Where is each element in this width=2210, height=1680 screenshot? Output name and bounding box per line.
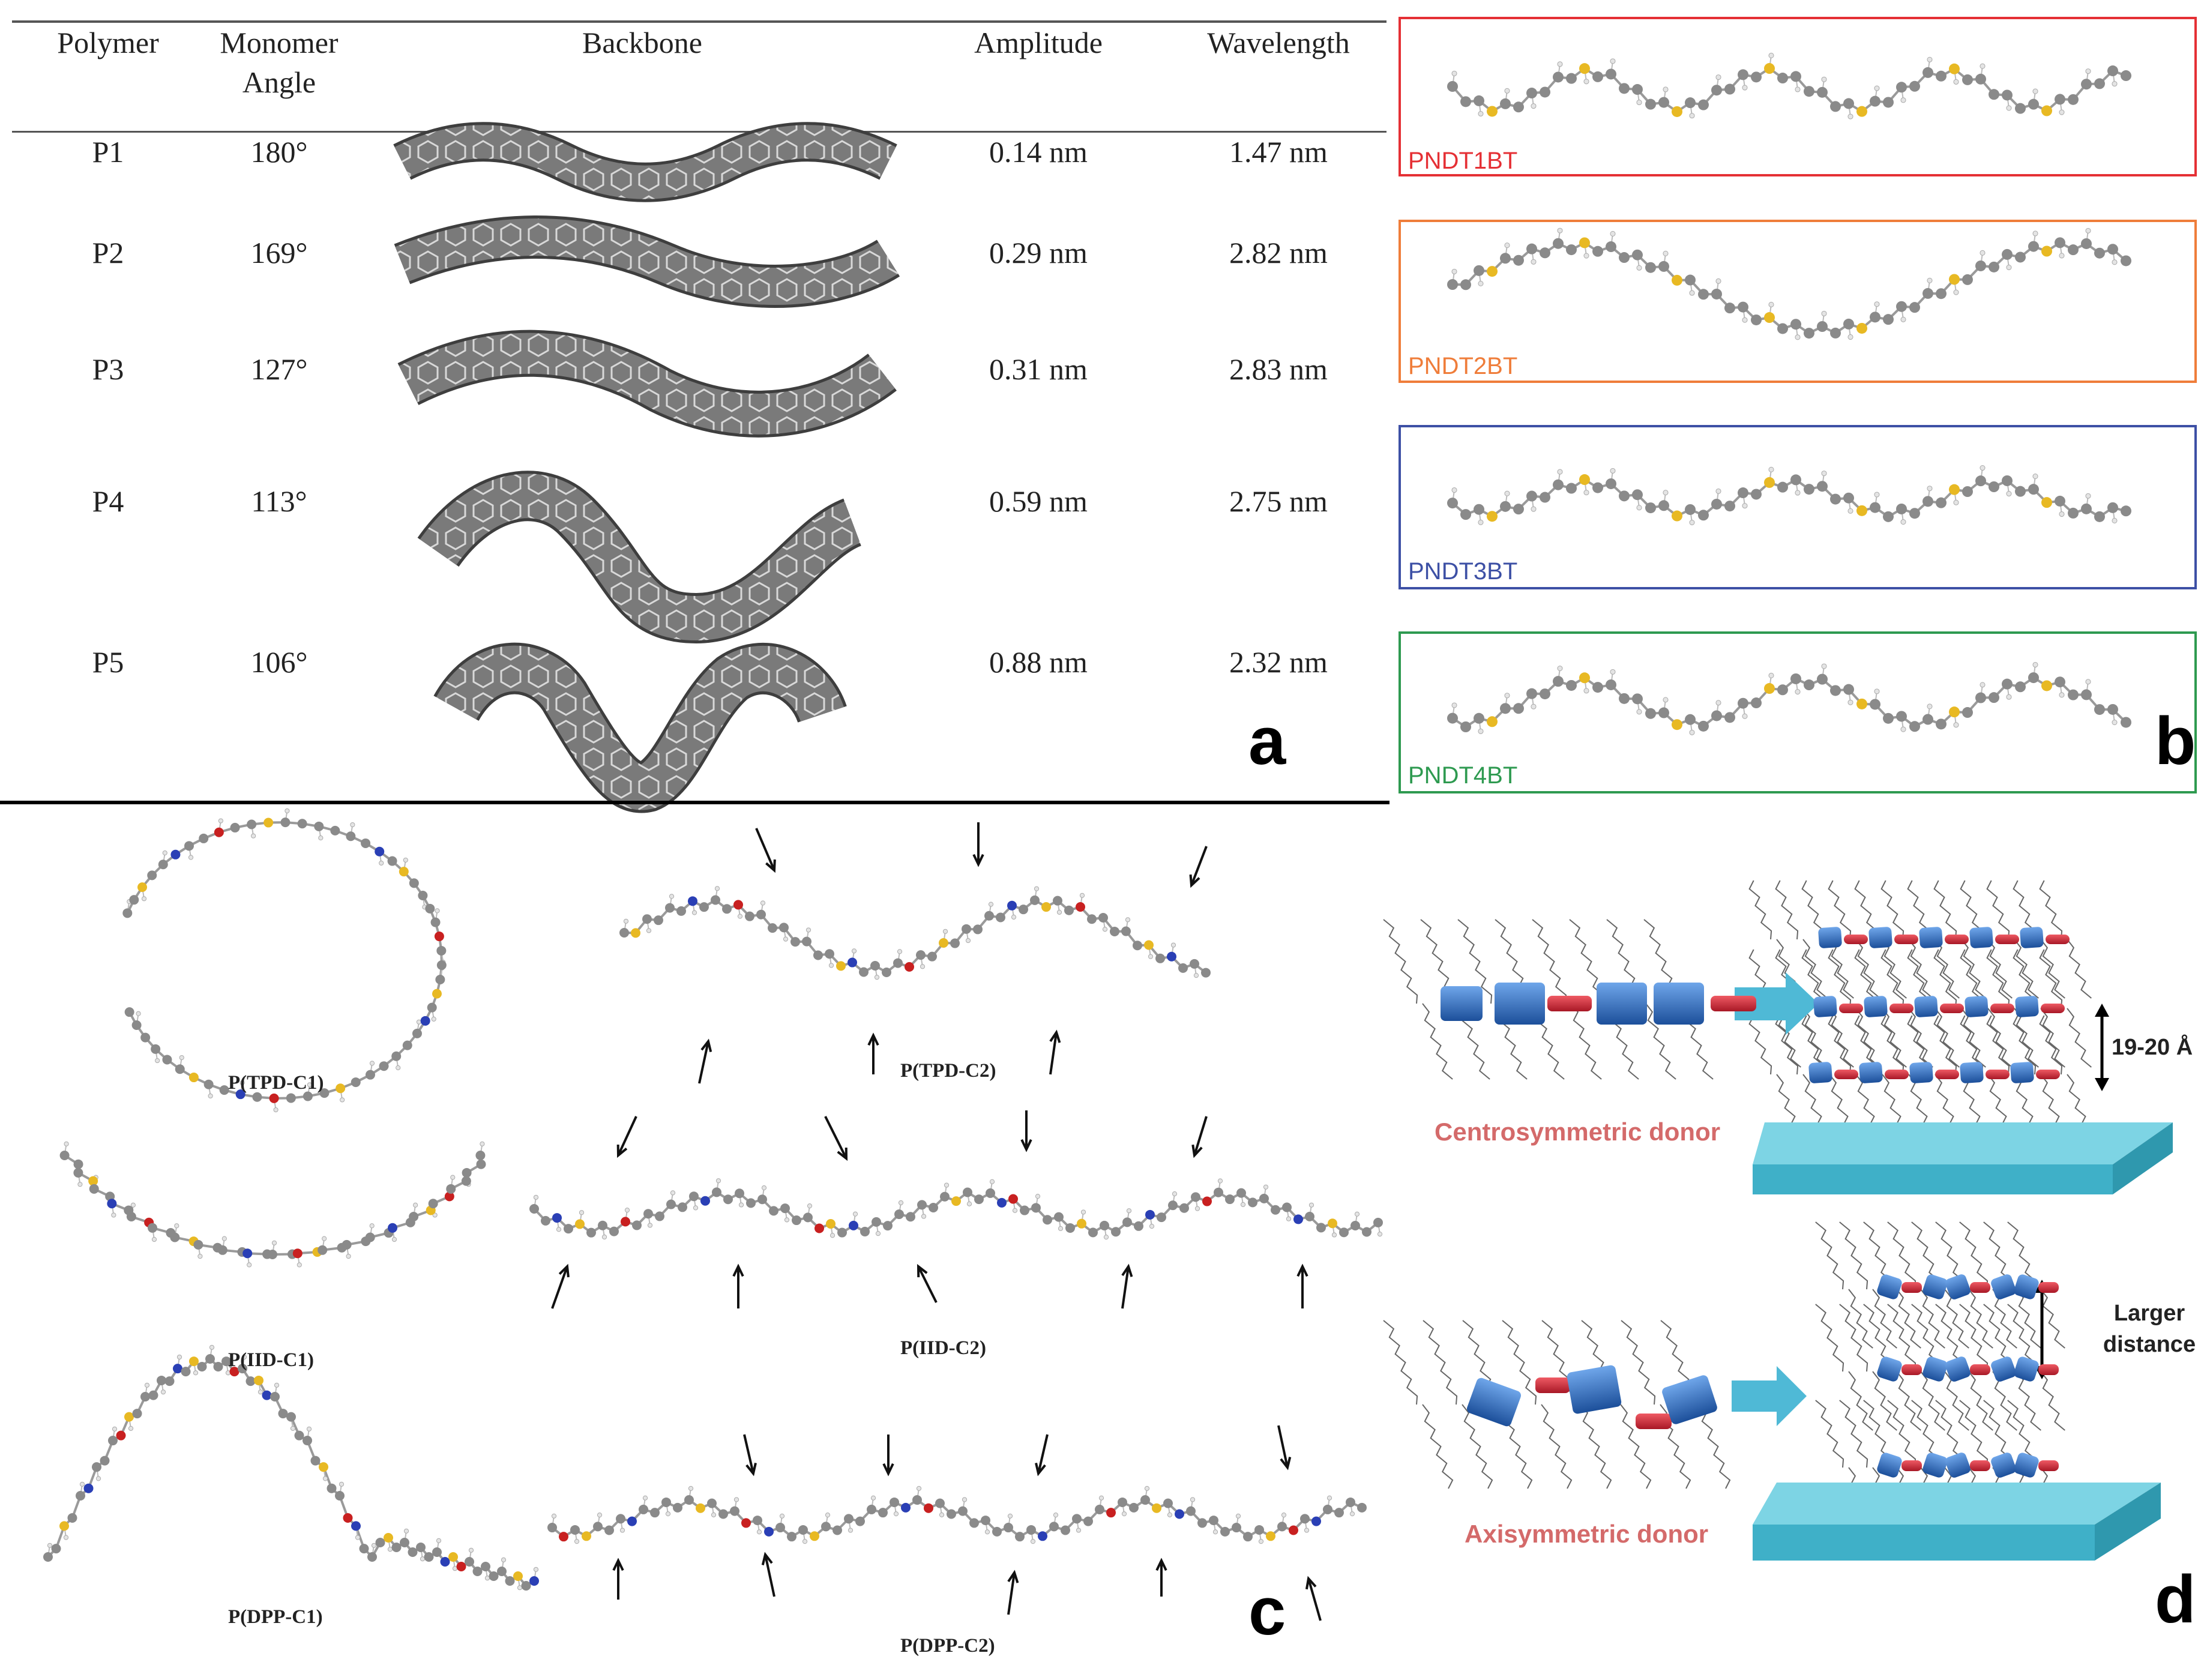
label-p-dpp-c2: P(DPP-C2) (900, 1635, 995, 1657)
process-arrow-bottom (1732, 1366, 1807, 1426)
panel-c-arrows (551, 822, 1322, 1621)
row-p2-amplitude: 0.29 nm (989, 236, 1088, 269)
row-p5-polymer: P5 (92, 645, 124, 679)
axisymmetric-donor-label: Axisymmetric donor (1465, 1520, 1709, 1548)
backbone-p2 (394, 215, 900, 308)
pndt2bt-box (1399, 220, 2197, 383)
label-p-iid-c1: P(IID-C1) (228, 1349, 314, 1371)
pndt1bt-molecule (1447, 52, 2131, 119)
header-monomer-angle: Monomer Angle (220, 26, 339, 99)
panel-a-letter: a (1248, 703, 1286, 778)
panel-b-letter: b (2155, 703, 2196, 778)
row-p5-angle: 106° (250, 645, 308, 679)
alkyl-side-chains (1383, 880, 2092, 1527)
table-top-rule (12, 20, 1387, 23)
p-tpd-c2-molecule (619, 886, 1211, 980)
backbone-p5 (433, 642, 847, 813)
panel-c-letter: c (1248, 1574, 1286, 1649)
substrate-top (1753, 1122, 2173, 1164)
header-polymer: Polymer (57, 26, 159, 59)
centrosymmetric-donor-label: Centrosymmetric donor (1435, 1118, 1721, 1146)
row-p1-wavelength: 1.47 nm (1229, 135, 1328, 169)
divider-a-c (0, 801, 1390, 804)
label-p-iid-c2: P(IID-C2) (900, 1337, 986, 1359)
p-dpp-c1-molecule (43, 1344, 539, 1591)
p-tpd-c1-molecule (122, 808, 447, 1113)
pndt1bt-label: PNDT1BT (1408, 148, 1518, 174)
distance-arrow-top (2095, 1004, 2109, 1091)
row-p2-angle: 169° (250, 236, 308, 269)
pndt3bt-molecule (1447, 465, 2131, 526)
distance-19-20-label: 19-20 Å (2112, 1035, 2193, 1060)
process-arrow-top (1735, 972, 1819, 1035)
row-p1-amplitude: 0.14 nm (989, 135, 1088, 169)
backbone-p4 (417, 471, 863, 644)
row-p4-angle: 113° (251, 484, 307, 518)
pndt1bt-box (1399, 17, 2197, 176)
label-p-tpd-c1: P(TPD-C1) (228, 1072, 324, 1094)
table-header-rule (12, 131, 1387, 133)
pndt2bt-label: PNDT2BT (1408, 353, 1518, 379)
row-p3-polymer: P3 (92, 352, 124, 386)
header-backbone: Backbone (582, 26, 702, 59)
row-p3-amplitude: 0.31 nm (989, 352, 1088, 386)
header-wavelength: Wavelength (1207, 26, 1350, 59)
pndt4bt-label: PNDT4BT (1408, 762, 1518, 789)
backbone-p1 (393, 122, 897, 202)
substrate-bottom (1753, 1483, 2161, 1525)
row-p2-wavelength: 2.82 nm (1229, 236, 1328, 269)
row-p5-wavelength: 2.32 nm (1229, 645, 1328, 679)
pndt3bt-label: PNDT3BT (1408, 558, 1518, 585)
row-p3-wavelength: 2.83 nm (1229, 352, 1328, 386)
pndt4bt-box (1399, 631, 2197, 793)
row-p5-amplitude: 0.88 nm (989, 645, 1088, 679)
backbone-p3 (397, 330, 897, 438)
row-p3-angle: 127° (250, 352, 308, 386)
larger-distance-label: Larger distance (2103, 1301, 2196, 1357)
row-p1-angle: 180° (250, 135, 308, 169)
pndt2bt-molecule (1447, 227, 2131, 340)
panel-d-letter: d (2155, 1562, 2196, 1637)
label-p-tpd-c2: P(TPD-C2) (900, 1060, 996, 1082)
header-amplitude: Amplitude (974, 26, 1103, 59)
p-dpp-c2-molecule (547, 1486, 1367, 1544)
p-iid-c2-molecule (529, 1178, 1383, 1240)
row-p4-polymer: P4 (92, 484, 124, 518)
pndt3bt-box (1399, 425, 2197, 589)
row-p1-polymer: P1 (92, 135, 124, 169)
row-p4-wavelength: 2.75 nm (1229, 484, 1328, 518)
pndt4bt-molecule (1447, 661, 2131, 735)
row-p4-amplitude: 0.59 nm (989, 484, 1088, 518)
conjugated-blocks (1441, 927, 2070, 1478)
row-p2-polymer: P2 (92, 236, 124, 269)
label-p-dpp-c1: P(DPP-C1) (228, 1606, 323, 1628)
p-iid-c1-molecule (59, 1141, 486, 1268)
